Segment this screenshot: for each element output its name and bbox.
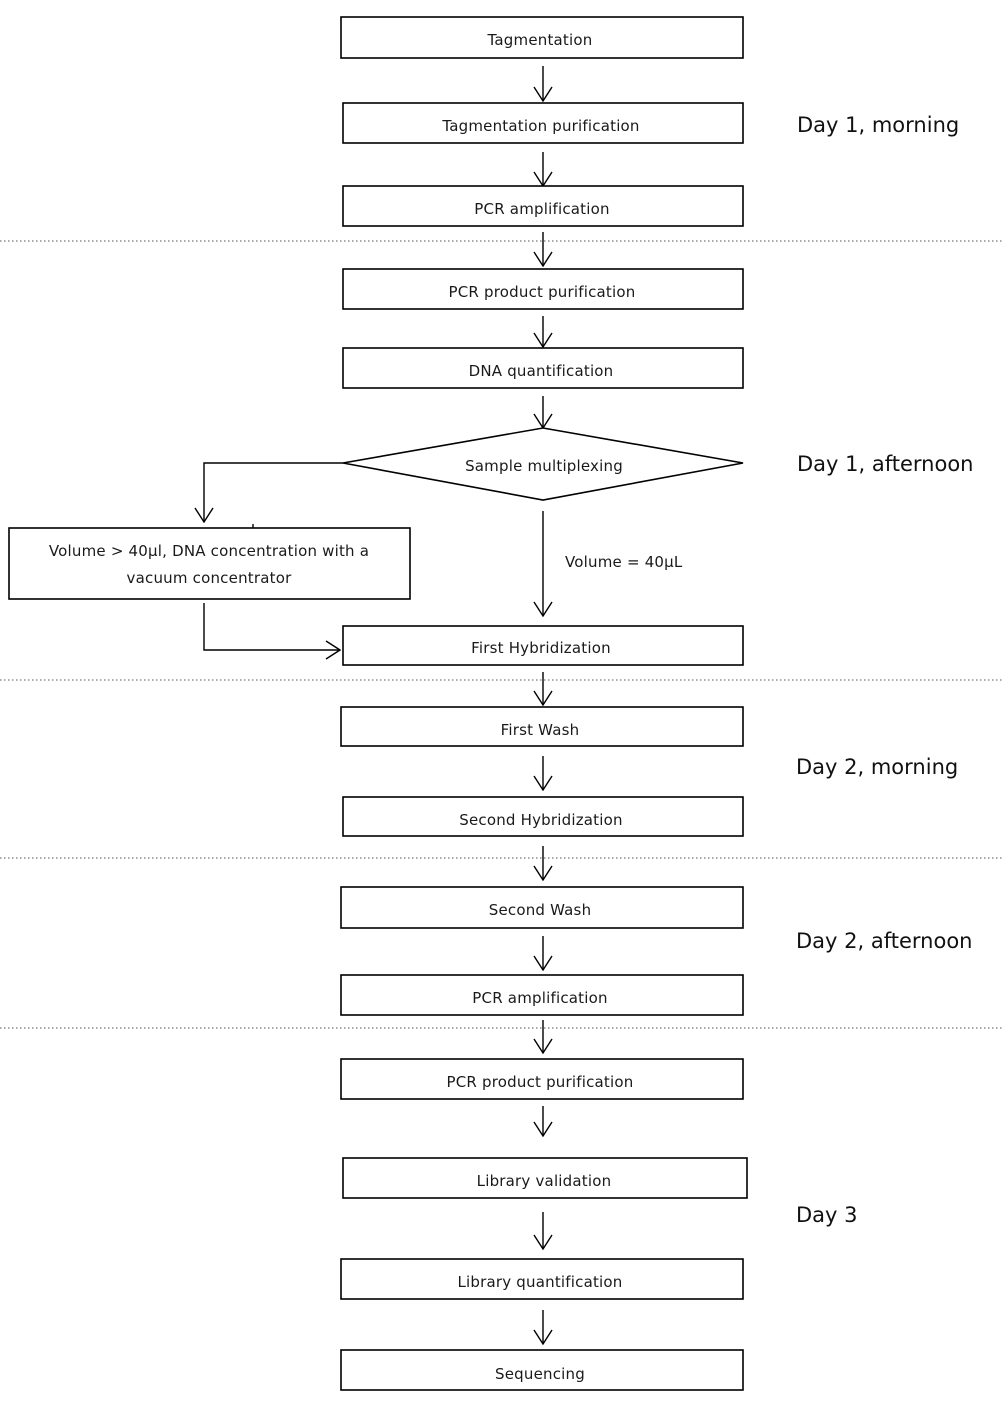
- step-label: First Wash: [501, 721, 580, 739]
- step-label: Second Hybridization: [459, 811, 622, 829]
- step-label: Library quantification: [457, 1273, 622, 1291]
- step-library-quantification: Library quantification: [340, 1258, 744, 1300]
- step-label-line2: vacuum concentrator: [127, 569, 293, 587]
- step-first-hybridization: First Hybridization: [342, 625, 744, 666]
- step-pcr-product-purification-2: PCR product purification: [340, 1058, 744, 1100]
- day-label-day3: Day 3: [796, 1203, 858, 1227]
- step-label: PCR amplification: [472, 989, 607, 1007]
- step-label: Second Wash: [489, 901, 592, 919]
- step-dna-quantification: DNA quantification: [342, 347, 744, 389]
- branch-label: Volume = 40μL: [565, 553, 683, 571]
- step-pcr-amplification-2: PCR amplification: [340, 974, 744, 1016]
- step-pcr-product-purification-1: PCR product purification: [342, 268, 744, 310]
- decision-sample-multiplexing: Sample multiplexing: [342, 427, 744, 501]
- step-label: PCR product purification: [449, 283, 636, 301]
- day-label-day2-morning: Day 2, morning: [796, 755, 958, 779]
- step-second-wash: Second Wash: [340, 886, 744, 929]
- step-tagmentation: Tagmentation: [340, 16, 744, 59]
- step-label: DNA quantification: [469, 362, 614, 380]
- step-dna-concentration: Volume > 40μl, DNA concentration with a …: [8, 527, 411, 600]
- step-pcr-amplification-1: PCR amplification: [342, 185, 744, 227]
- step-library-validation: Library validation: [342, 1157, 748, 1199]
- step-label-line1: Volume > 40μl, DNA concentration with a: [49, 542, 369, 560]
- step-label: First Hybridization: [471, 639, 611, 657]
- step-label: Sequencing: [495, 1365, 585, 1383]
- arrow-multiplexing-to-concentration: [204, 462, 343, 522]
- day-label-day1-afternoon: Day 1, afternoon: [797, 452, 973, 476]
- step-label: PCR amplification: [474, 200, 609, 218]
- step-tagmentation-purification: Tagmentation purification: [342, 102, 744, 144]
- step-label: Tagmentation: [487, 31, 593, 49]
- step-label: PCR product purification: [447, 1073, 634, 1091]
- step-label: Library validation: [477, 1172, 612, 1190]
- day-label-day1-morning: Day 1, morning: [797, 113, 959, 137]
- day-separators: [0, 240, 1004, 1029]
- step-first-wash: First Wash: [340, 706, 744, 747]
- step-sequencing: Sequencing: [340, 1349, 744, 1391]
- day-labels: Day 1, morning Day 1, afternoon Day 2, m…: [796, 113, 973, 1227]
- step-second-hybridization: Second Hybridization: [342, 796, 744, 837]
- day-label-day2-afternoon: Day 2, afternoon: [796, 929, 972, 953]
- arrow-concentration-to-first-hybridization: [203, 603, 340, 650]
- flow-arrows: [204, 66, 543, 1344]
- step-label: Tagmentation purification: [441, 117, 639, 135]
- decision-label: Sample multiplexing: [465, 457, 623, 475]
